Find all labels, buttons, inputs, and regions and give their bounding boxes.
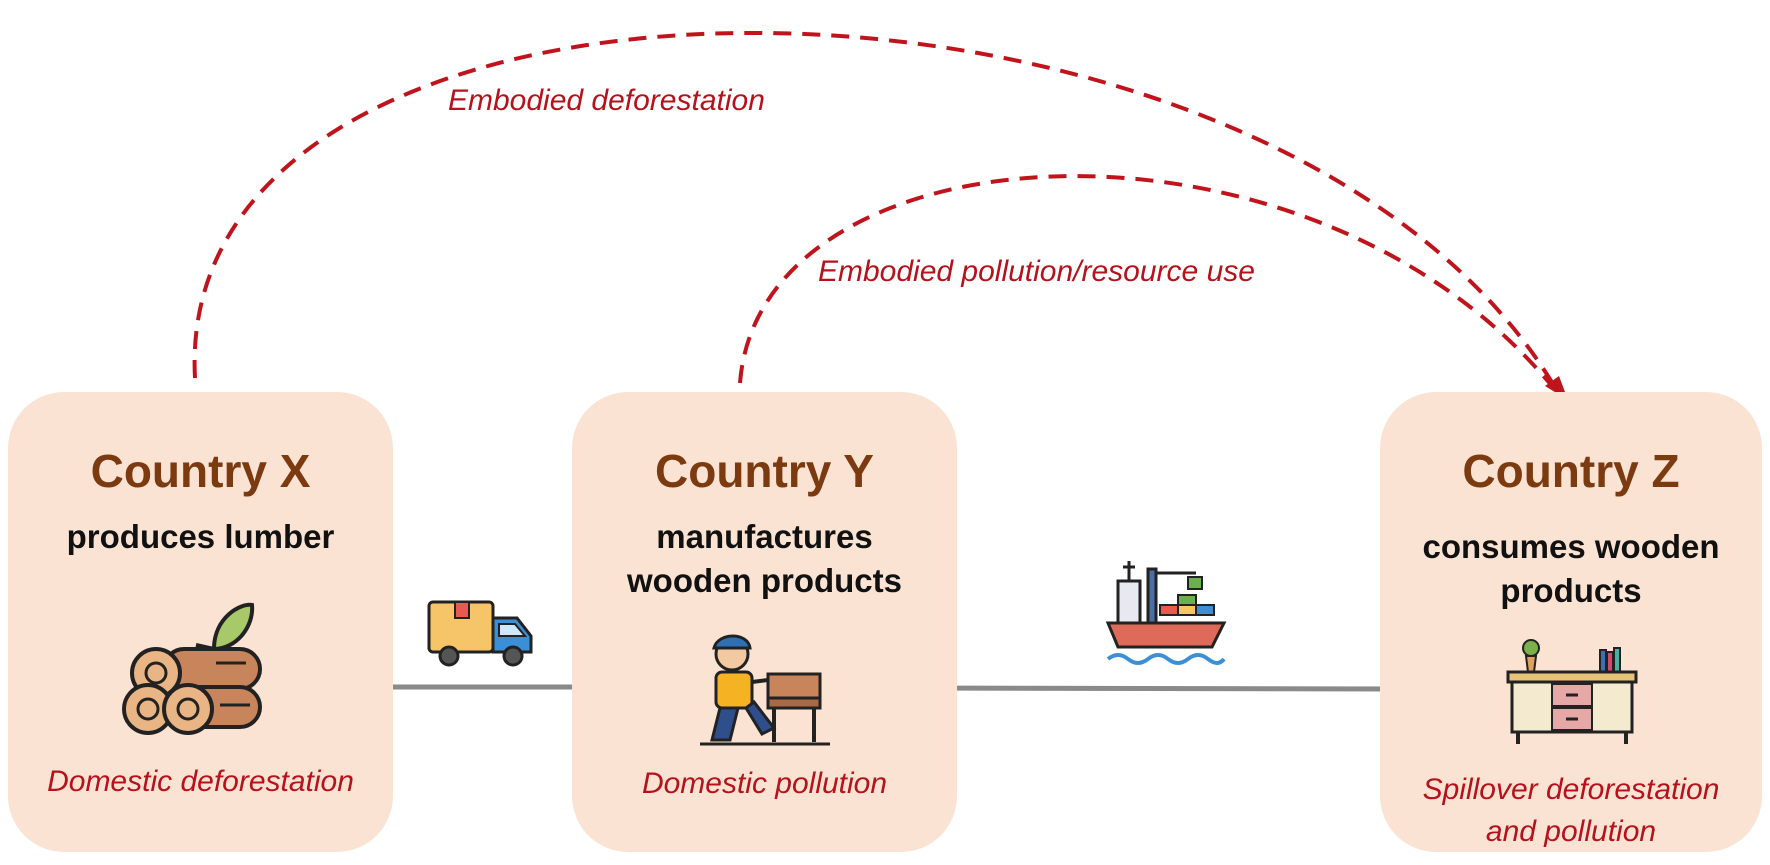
- country-y-subtitle-line-2: wooden products: [627, 562, 902, 599]
- country-z-box: Country Z consumes wooden products Spill…: [1380, 392, 1762, 852]
- country-z-title: Country Z: [1462, 445, 1680, 497]
- country-z-footer-line-1: Spillover deforestation: [1422, 773, 1720, 806]
- embodied-pollution-arrow: [738, 174, 1562, 398]
- lumber-logs-icon: [122, 602, 262, 735]
- country-x-title: Country X: [90, 445, 311, 497]
- country-x-box: Country X produces lumber Domestic defor…: [8, 392, 393, 852]
- flow-arrow-y-to-z: [904, 685, 1427, 692]
- country-y-footer: Domestic pollution: [641, 767, 888, 800]
- country-y-box: Country Y manufactures wooden products D…: [572, 392, 957, 852]
- country-z-subtitle-line-2: products: [1500, 572, 1642, 609]
- embodied-pollution-label: Embodied pollution/resource use: [818, 255, 1255, 288]
- cargo-ship-icon: [1105, 561, 1227, 665]
- carpenter-icon: [700, 634, 830, 746]
- country-x-footer: Domestic deforestation: [47, 765, 354, 798]
- country-x-subtitle: produces lumber: [66, 518, 335, 555]
- cabinet-furniture-icon: [1506, 639, 1638, 744]
- embodied-deforestation-arrow: [192, 30, 1562, 397]
- country-z-subtitle-line-1: consumes wooden: [1422, 528, 1720, 565]
- embodied-deforestation-label: Embodied deforestation: [448, 84, 765, 117]
- country-y-subtitle-line-1: manufactures: [656, 518, 873, 555]
- country-y-title: Country Y: [655, 445, 874, 497]
- country-z-footer-line-2: and pollution: [1485, 815, 1657, 848]
- delivery-truck-icon: [427, 600, 533, 667]
